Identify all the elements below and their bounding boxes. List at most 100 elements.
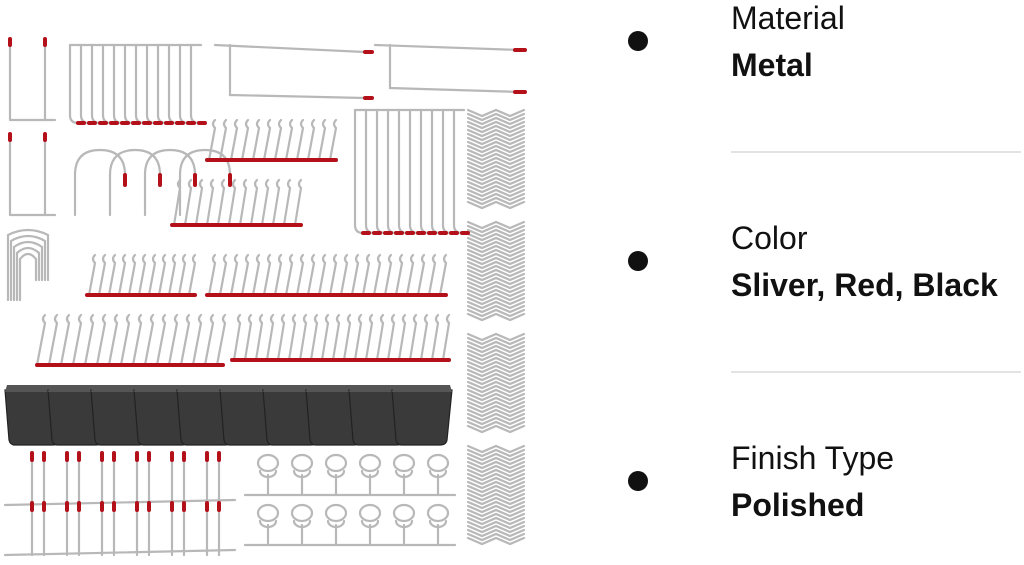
double-hook: [8, 43, 57, 122]
hook: [183, 178, 193, 227]
hook: [187, 253, 197, 297]
long-hook: [373, 43, 522, 94]
curl-hook: [73, 148, 127, 217]
hook: [441, 108, 453, 235]
hook: [240, 118, 250, 162]
zigzag-clip: [466, 512, 526, 522]
hook: [416, 253, 426, 297]
loop-holder: [358, 503, 382, 547]
hook: [249, 178, 259, 227]
hook: [218, 253, 228, 297]
zigzag-clip: [466, 188, 526, 198]
hook: [427, 253, 437, 297]
hook: [167, 43, 179, 125]
hook: [284, 253, 294, 297]
hook: [238, 178, 248, 227]
hook: [383, 253, 393, 297]
zigzag-clip: [466, 192, 526, 202]
zigzag-clip: [466, 280, 526, 290]
zigzag-clip: [466, 116, 526, 126]
rack-prong: [30, 458, 46, 507]
zigzag-clip: [466, 168, 526, 178]
rack-prong: [170, 458, 186, 507]
zigzag-clip: [466, 372, 526, 382]
red-tips-group: [8, 37, 527, 512]
hook: [131, 313, 143, 367]
hook: [328, 253, 338, 297]
hook: [262, 253, 272, 297]
hook: [271, 178, 281, 227]
zigzag-clip: [466, 456, 526, 466]
zigzag-clip: [466, 308, 526, 318]
zigzag-clip: [466, 272, 526, 282]
hook: [68, 43, 80, 125]
hook: [240, 253, 250, 297]
hook: [147, 253, 157, 297]
zigzag-clip: [466, 388, 526, 398]
rack-prong: [100, 458, 116, 507]
hook: [419, 108, 431, 235]
rack-prong: [170, 508, 186, 557]
hook: [59, 313, 71, 367]
hook: [229, 253, 239, 297]
hook: [101, 43, 113, 125]
zigzag-clip: [466, 176, 526, 186]
hook: [229, 118, 239, 162]
zigzag-clip: [466, 384, 526, 394]
loop-holder: [256, 503, 280, 547]
hook: [397, 313, 407, 362]
hook: [364, 313, 374, 362]
hook: [205, 178, 215, 227]
zigzag-clip: [466, 472, 526, 482]
bin-lip: [392, 385, 452, 392]
zigzag-clip: [466, 288, 526, 298]
hook: [71, 313, 83, 367]
zigzag-clip: [466, 296, 526, 306]
hook: [167, 253, 177, 297]
hook: [320, 313, 330, 362]
zigzag-clip: [466, 260, 526, 270]
zigzag-clip: [466, 336, 526, 346]
hook: [117, 253, 127, 297]
storage-bin: [391, 389, 453, 446]
hook: [143, 313, 155, 367]
hook: [172, 178, 182, 227]
hook: [134, 43, 146, 125]
hook: [284, 118, 294, 162]
zigzag-clip: [466, 236, 526, 246]
zigzag-clip: [466, 348, 526, 358]
hook: [155, 313, 167, 367]
zigzag-clip: [466, 332, 526, 342]
loop-hook: [18, 252, 38, 302]
hook: [273, 253, 283, 297]
rack-prong: [205, 458, 221, 507]
zigzag-clip: [466, 524, 526, 534]
zigzag-clip: [466, 404, 526, 414]
zigzag-clip: [466, 476, 526, 486]
rack-prong: [205, 508, 221, 557]
divider: [731, 151, 1021, 153]
hook: [306, 118, 316, 162]
zigzag-clip: [466, 144, 526, 154]
spec-label: Material: [731, 0, 845, 36]
hook: [157, 253, 167, 297]
hook: [107, 313, 119, 367]
loop-hook: [6, 228, 50, 302]
zigzag-clip: [466, 128, 526, 138]
hook: [438, 253, 448, 297]
rack-prong: [65, 508, 81, 557]
hook: [342, 313, 352, 362]
hook: [243, 313, 253, 362]
hook: [218, 118, 228, 162]
hook: [276, 313, 286, 362]
hook: [394, 253, 404, 297]
hook: [178, 43, 190, 125]
zigzag-clip: [466, 360, 526, 370]
hook: [207, 118, 217, 162]
hook: [408, 313, 418, 362]
zigzag-clip: [466, 196, 526, 206]
zigzag-clip: [466, 416, 526, 426]
zigzag-clip: [466, 376, 526, 386]
zigzag-clip: [466, 132, 526, 142]
hook: [83, 313, 95, 367]
